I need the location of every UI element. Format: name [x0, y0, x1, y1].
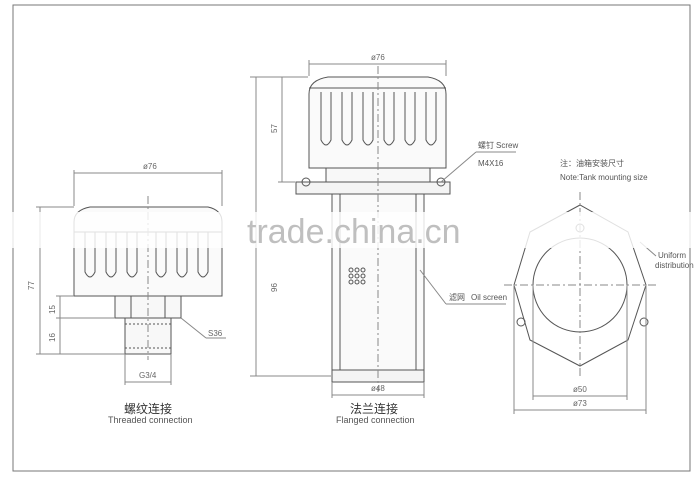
mounting-note-en: Note:Tank mounting size — [560, 173, 648, 182]
mounting-note-cn: 注：油箱安装尺寸 — [560, 158, 624, 168]
flanged-dim-bottom: ø48 — [371, 384, 385, 393]
distribution-label: distribution — [655, 261, 694, 270]
flanged-dim-top: ø76 — [371, 53, 385, 62]
flanged-caption-en: Flanged connection — [336, 415, 415, 425]
uniform-label: Uniform — [658, 251, 686, 260]
screw-spec: M4X16 — [478, 159, 504, 168]
flanged-dim-96: 96 — [270, 283, 279, 292]
watermark-band — [0, 212, 696, 248]
threaded-dim-16: 16 — [48, 333, 57, 342]
screw-label-en: Screw — [496, 141, 518, 150]
screen-label-cn: 滤网 — [449, 292, 465, 302]
mounting-dim-outer: ø73 — [573, 399, 587, 408]
threaded-dim-thread: G3/4 — [139, 371, 157, 380]
flanged-caption-cn: 法兰连接 — [350, 401, 398, 416]
threaded-caption-cn: 螺纹连接 — [124, 401, 172, 416]
threaded-dim-hex: S36 — [208, 329, 223, 338]
screen-label-en: Oil screen — [471, 293, 507, 302]
mounting-dim-inner: ø50 — [573, 385, 587, 394]
screw-label-cn: 螺钉 — [478, 140, 494, 150]
flanged-dim-57: 57 — [270, 124, 279, 133]
threaded-caption-en: Threaded connection — [108, 415, 193, 425]
threaded-dim-top: ø76 — [143, 162, 157, 171]
threaded-dim-15: 15 — [48, 305, 57, 314]
watermark-text: trade.china.cn — [247, 213, 461, 251]
threaded-dim-height: 77 — [27, 281, 36, 290]
